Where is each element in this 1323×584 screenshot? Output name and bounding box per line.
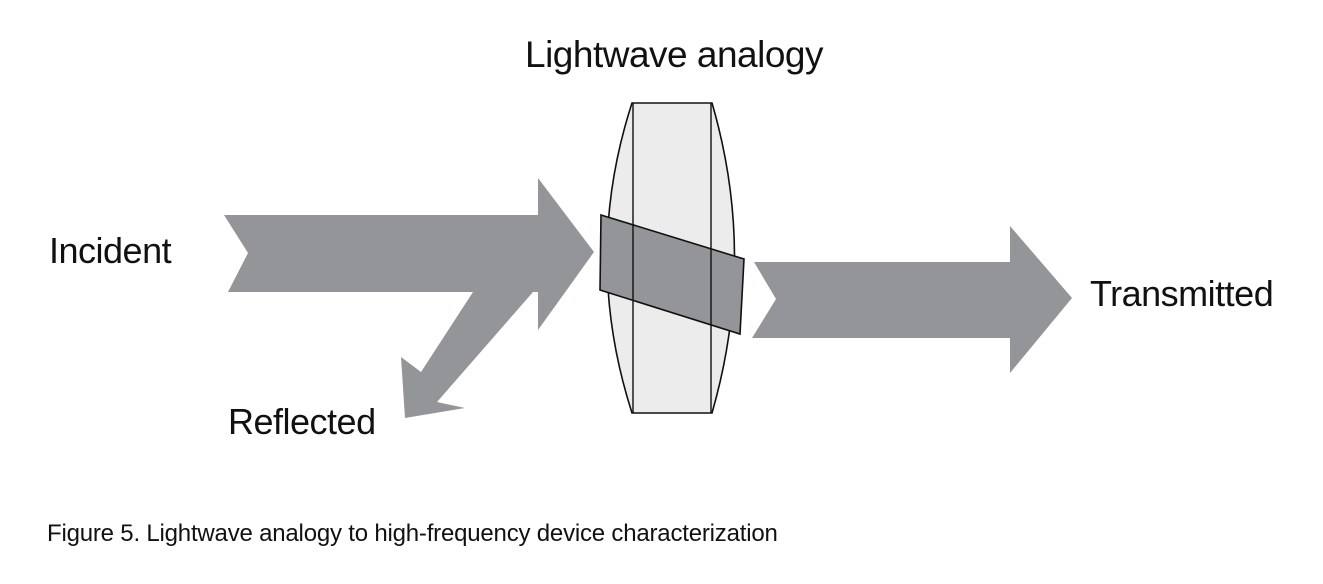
transmitted-arrow bbox=[752, 226, 1072, 373]
incident-label: Incident bbox=[49, 230, 172, 271]
lens-band bbox=[599, 213, 745, 336]
transmitted-label: Transmitted bbox=[1090, 273, 1274, 314]
diagram-title: Lightwave analogy bbox=[525, 34, 824, 75]
figure-caption: Figure 5. Lightwave analogy to high-freq… bbox=[47, 520, 778, 547]
reflected-label: Reflected bbox=[228, 401, 376, 442]
reflected-arrow bbox=[401, 292, 533, 418]
incident-arrow bbox=[224, 178, 594, 330]
